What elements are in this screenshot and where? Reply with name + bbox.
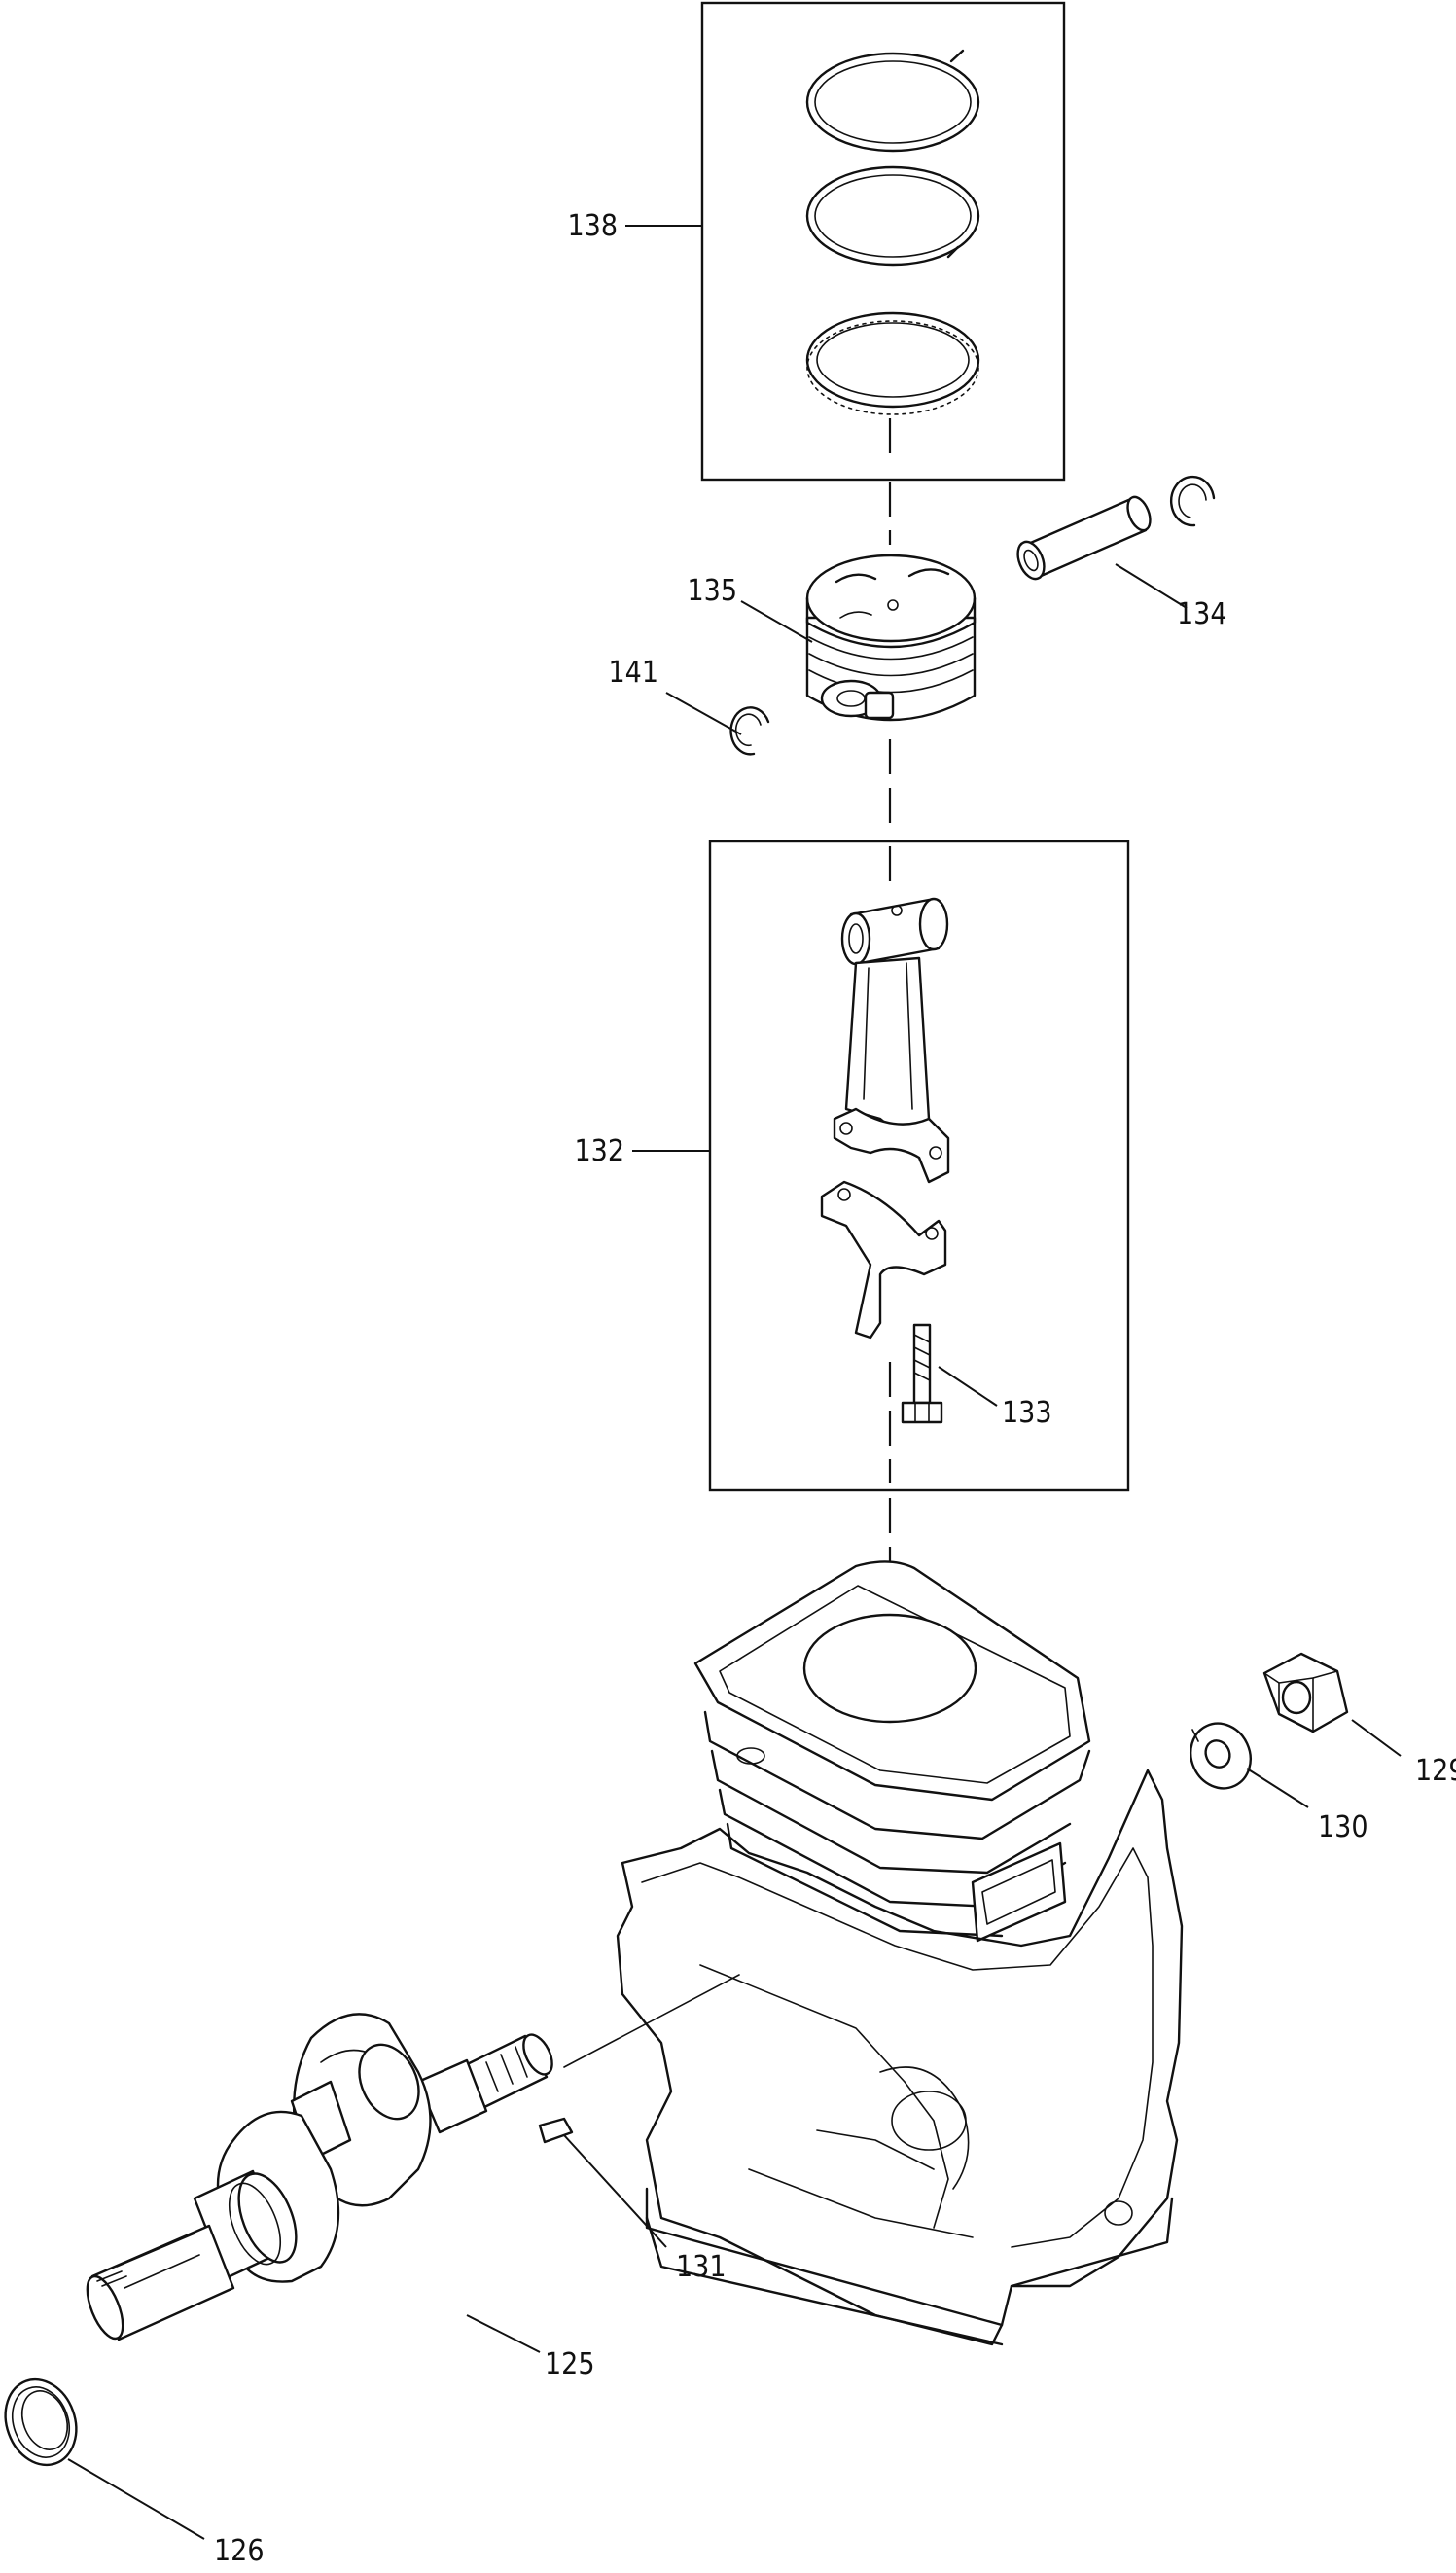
callout-131: 131 <box>676 2250 727 2284</box>
callout-138: 138 <box>567 209 618 243</box>
callout-132: 132 <box>574 1134 624 1168</box>
woodruff-key-icon <box>538 2117 574 2144</box>
callout-129: 129 <box>1415 1754 1456 1788</box>
washer-icon <box>1190 1722 1252 1790</box>
callout-labels: 138 134 135 141 132 133 129 130 131 125 … <box>214 209 1456 2568</box>
piston-pin-icon <box>1016 495 1152 581</box>
callout-125: 125 <box>545 2347 595 2381</box>
connecting-rod-icon <box>708 840 1130 1492</box>
piston-icon <box>805 554 977 722</box>
oil-seal-icon <box>4 2377 78 2467</box>
conrod-box <box>708 840 1130 1492</box>
callout-126: 126 <box>214 2534 265 2568</box>
callout-134: 134 <box>1177 597 1227 631</box>
callout-133: 133 <box>1002 1396 1052 1430</box>
callout-135: 135 <box>687 574 737 608</box>
cylinder-block-icon <box>563 1560 1184 2346</box>
crankshaft-icon <box>86 2013 553 2341</box>
circlip-icon <box>1169 475 1216 527</box>
hex-nut-icon <box>1262 1652 1349 1733</box>
callout-130: 130 <box>1318 1810 1368 1844</box>
piston-ring-set-icon <box>700 1 1066 482</box>
leader-lines <box>67 225 1402 2540</box>
circlip-icon <box>729 706 770 756</box>
ring-set-box <box>700 1 1066 482</box>
callout-141: 141 <box>608 656 658 690</box>
